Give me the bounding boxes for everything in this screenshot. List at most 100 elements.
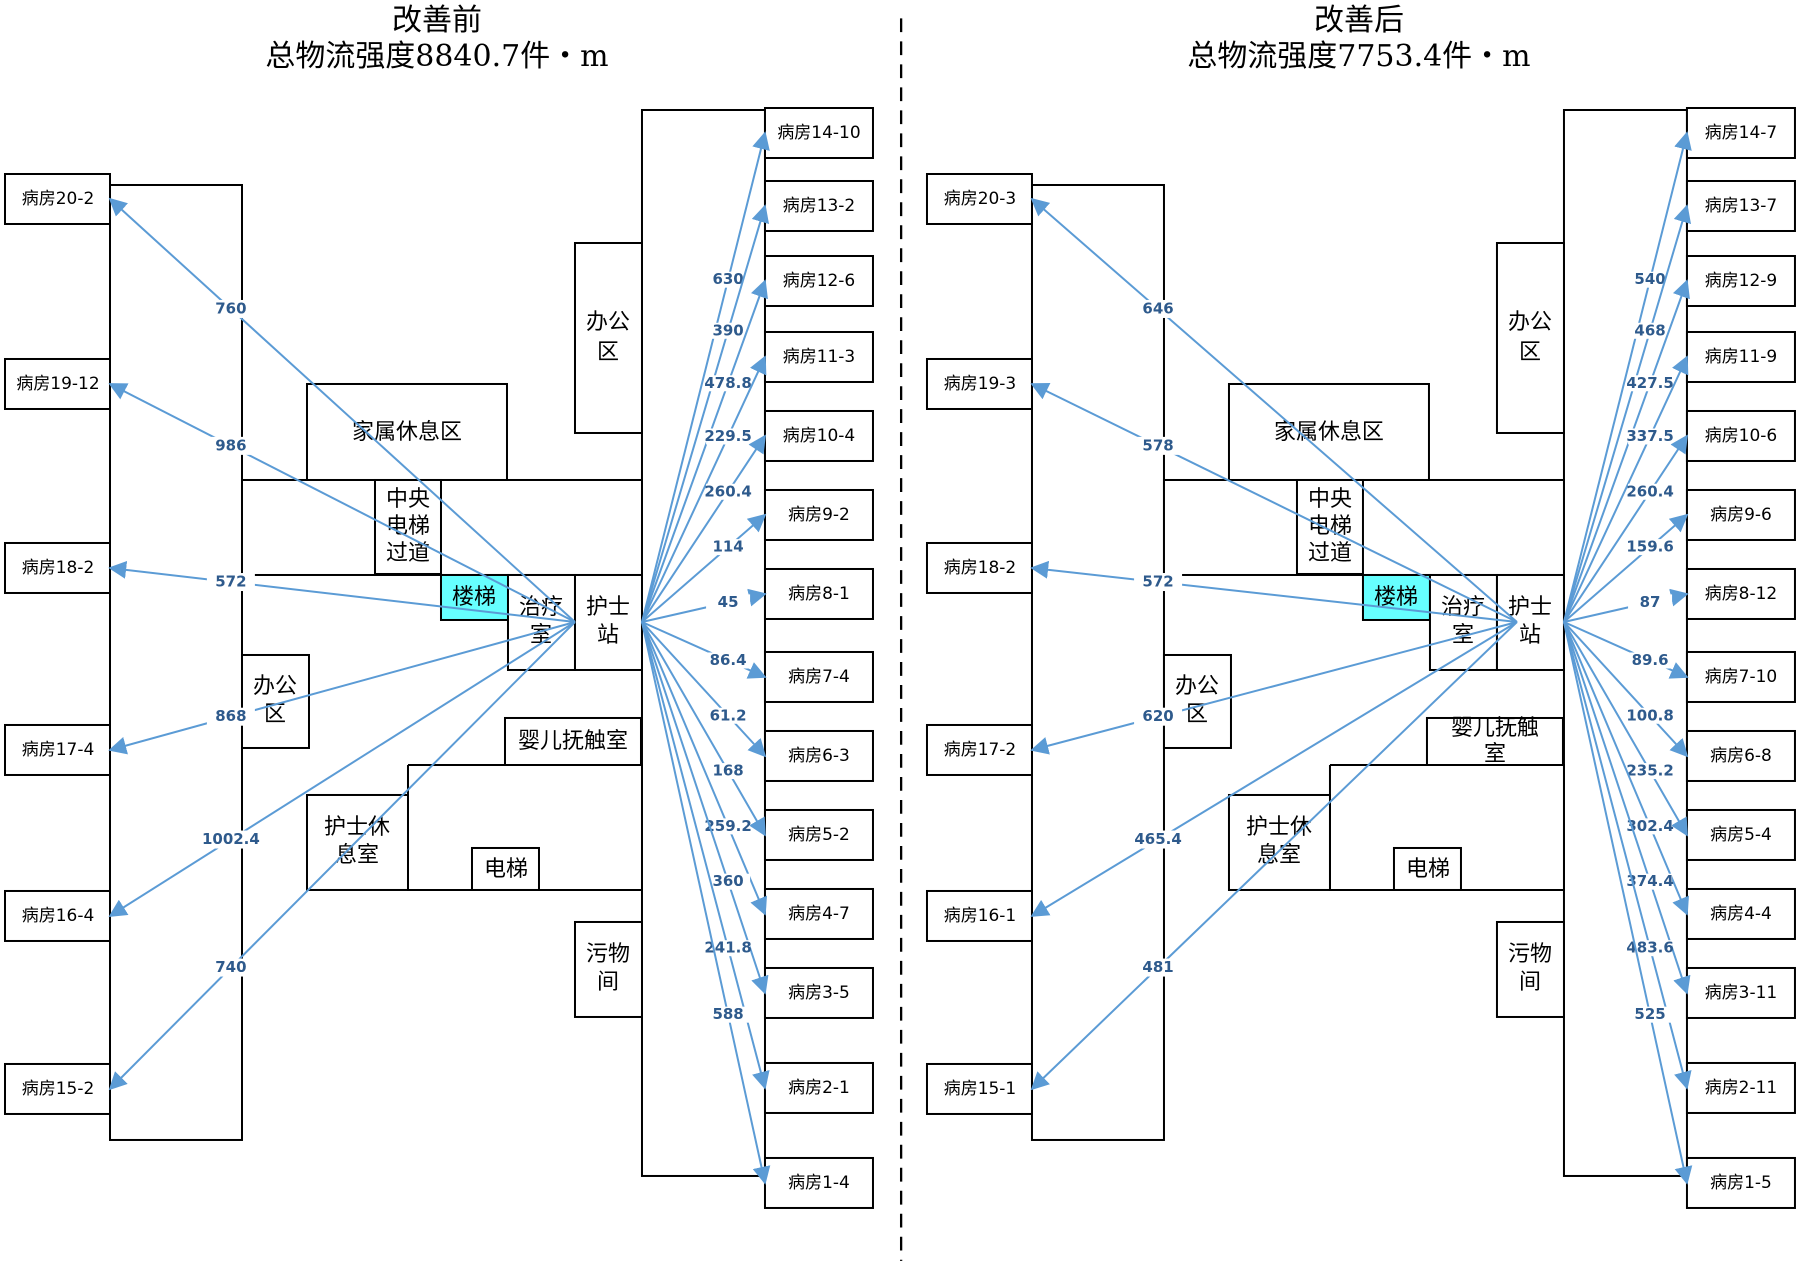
dirty-room [573, 920, 643, 1018]
room-label: 病房5-4 [1710, 825, 1772, 845]
flow-value: 374.4 [1626, 872, 1673, 890]
panel-subtitle: 总物流强度8840.7件・m [265, 39, 608, 74]
room-label: 病房14-10 [777, 123, 860, 143]
room-box [1685, 966, 1796, 1019]
room-box [1685, 808, 1796, 861]
flow-value: 87 [1640, 593, 1661, 611]
room-label: 病房13-2 [783, 196, 856, 216]
room-label: 病房15-1 [944, 1079, 1017, 1099]
flow-arrow [1030, 197, 1518, 623]
room-label: 病房8-12 [1705, 584, 1778, 604]
flow-value: 578 [1142, 436, 1173, 454]
flow-arrow [1563, 621, 1689, 758]
elevator-label: 电梯 [1406, 857, 1450, 882]
room-label: 病房17-4 [22, 740, 95, 760]
flow-value: 360 [712, 872, 743, 890]
flow-label-bg [206, 573, 255, 592]
room-box [1685, 488, 1796, 541]
room-box [763, 966, 874, 1019]
flow-value: 61.2 [710, 706, 747, 724]
room-label: 病房12-9 [1705, 271, 1778, 291]
flow-value: 483.6 [1626, 939, 1673, 957]
flow-arrow [1563, 621, 1688, 837]
flow-label-bg [706, 1006, 751, 1023]
panel-subtitle: 总物流强度7753.4件・m [1187, 39, 1530, 74]
flow-arrow [641, 434, 766, 623]
flow-label-bg [1628, 539, 1673, 556]
nurse-station [1495, 573, 1565, 671]
flow-label-bg [1628, 652, 1673, 669]
room-label: 病房17-2 [944, 740, 1017, 760]
flow-arrow [1562, 621, 1693, 1185]
flow-label-bg [1628, 375, 1673, 392]
flow-label-bg [706, 375, 751, 392]
flow-value: 100.8 [1626, 706, 1673, 724]
flow-arrow [641, 621, 767, 758]
flow-label-bg [706, 428, 751, 445]
flow-value: 86.4 [710, 651, 747, 669]
family-area-label: 家属休息区 [352, 420, 462, 445]
room-label: 病房6-3 [788, 746, 850, 766]
flow-value: 260.4 [704, 482, 751, 500]
flow-value: 986 [215, 436, 246, 454]
stairs [1361, 573, 1431, 621]
flow-arrow [108, 383, 576, 623]
flow-label-bg [206, 436, 255, 455]
room-box [763, 488, 874, 541]
flow-value: 468 [1634, 321, 1665, 339]
room-box [3, 889, 111, 942]
room-label: 病房20-3 [944, 189, 1017, 209]
nurse-station-label: 护士站 [1508, 595, 1552, 648]
central-elevator-label: 中央电梯过道 [386, 487, 430, 566]
flow-value: 235.2 [1626, 762, 1673, 780]
flow-arrow [108, 621, 576, 755]
room-box [1685, 567, 1796, 620]
flow-label-bg [706, 271, 751, 288]
flow-arrow [1030, 621, 1518, 1091]
office-top [573, 241, 643, 434]
flow-value: 740 [215, 958, 246, 976]
room-box [1685, 1061, 1796, 1114]
flow-value: 259.2 [704, 817, 751, 835]
panel-before: 改善前总物流强度8840.7件・m家属休息区办公区中央电梯过道楼梯治疗室护士站办… [3, 3, 874, 1209]
flow-label-bg [706, 483, 751, 500]
flow-arrow [641, 621, 769, 995]
flow-label-bg [1628, 322, 1673, 339]
flow-arrow [641, 621, 767, 916]
flow-label-bg [1628, 594, 1673, 611]
room-label: 病房10-4 [783, 426, 856, 446]
flow-arrow [1563, 279, 1690, 623]
flow-value: 1002.4 [202, 830, 260, 848]
central-elevator [1295, 478, 1364, 575]
flow-value: 588 [712, 1005, 743, 1023]
flow-arrow [1563, 621, 1691, 995]
room-label: 病房3-11 [1705, 983, 1778, 1003]
flow-label-bg [206, 958, 255, 977]
flow-value: 540 [1634, 270, 1665, 288]
flow-label-bg [206, 299, 255, 318]
flow-label-bg [706, 652, 751, 669]
flow-value: 45 [718, 593, 739, 611]
room-box [925, 723, 1033, 776]
flow-arrow [1030, 383, 1518, 623]
flow-arrow [108, 560, 576, 623]
flow-value: 525 [1634, 1005, 1665, 1023]
flow-value: 168 [712, 762, 743, 780]
flow-label-bg [1134, 299, 1183, 318]
flow-value: 620 [1142, 707, 1173, 725]
flow-label-bg [206, 707, 255, 726]
left-corridor [1030, 183, 1165, 1141]
flow-arrow [1030, 621, 1518, 755]
flow-label-bg [1628, 483, 1673, 500]
panel-after: 改善后总物流强度7753.4件・m家属休息区办公区中央电梯过道楼梯治疗室护士站办… [925, 3, 1796, 1209]
room-box [1685, 887, 1796, 940]
room-label: 病房16-1 [944, 906, 1017, 926]
flow-value: 337.5 [1626, 427, 1673, 445]
flow-arrow [108, 621, 576, 1091]
flow-label-bg [1134, 707, 1183, 726]
flow-arrow [108, 197, 576, 623]
room-box [925, 357, 1033, 410]
central-elevator-label: 中央电梯过道 [1308, 487, 1352, 566]
flow-label-bg [206, 830, 255, 849]
